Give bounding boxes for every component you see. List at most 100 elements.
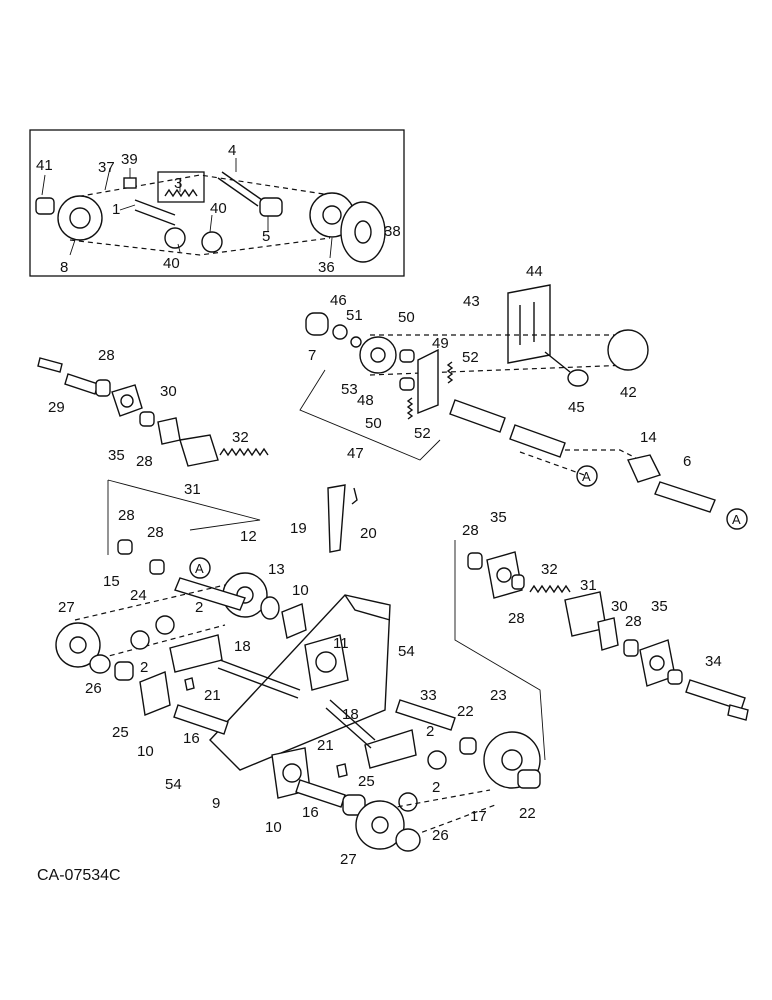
- idler-sprocket-40a: [164, 227, 186, 249]
- callout-a-3: A: [189, 557, 211, 579]
- plate-44: [507, 284, 551, 364]
- spring-52a: [446, 361, 454, 384]
- bearing-41: [35, 197, 55, 215]
- label-52b: 52: [414, 425, 431, 442]
- bushing-7: [305, 312, 329, 336]
- left-upper-assembly: [37, 357, 269, 575]
- key-29: [37, 357, 63, 373]
- shaft-16a: [173, 704, 229, 735]
- label-42: 42: [620, 384, 637, 401]
- bearing-28g: [623, 639, 639, 657]
- bolt-4: [217, 171, 263, 207]
- bracket-54b: [364, 729, 417, 769]
- label-28a: 28: [98, 347, 115, 364]
- disc-38: [340, 201, 386, 263]
- inset-assembly: [29, 129, 405, 277]
- spring-32b: [529, 584, 571, 594]
- bar-19: [327, 484, 346, 553]
- label-26b: 26: [432, 827, 449, 844]
- label-18a: 18: [234, 638, 251, 655]
- shaft-6: [654, 481, 716, 513]
- label-51: 51: [346, 307, 363, 324]
- shaft-segment-2: [509, 424, 566, 458]
- label-2d: 2: [432, 779, 440, 796]
- label-21b: 21: [317, 737, 334, 754]
- label-6: 6: [683, 453, 691, 470]
- label-54b: 54: [398, 643, 415, 660]
- center-frame-assembly: [55, 484, 391, 808]
- label-38: 38: [384, 223, 401, 240]
- spring-32a: [219, 447, 269, 457]
- upper-right-assembly: [299, 284, 716, 513]
- label-28g: 28: [508, 610, 525, 627]
- bearing-28d: [149, 559, 165, 575]
- part-labels: 41 37 39 3 4 1 40 5 38 8 40 36 44 43 46 …: [36, 142, 722, 868]
- label-26a: 26: [85, 680, 102, 697]
- label-52a: 52: [462, 349, 479, 366]
- label-10c: 10: [265, 819, 282, 836]
- label-36: 36: [318, 259, 335, 276]
- label-50b: 50: [365, 415, 382, 432]
- label-41: 41: [36, 157, 53, 174]
- label-18b: 18: [342, 706, 359, 723]
- label-21a: 21: [204, 687, 221, 704]
- label-34: 34: [705, 653, 722, 670]
- label-13: 13: [268, 561, 285, 578]
- label-14: 14: [640, 429, 657, 446]
- label-15: 15: [103, 573, 120, 590]
- label-25b: 25: [358, 773, 375, 790]
- sprocket-27b: [355, 800, 405, 850]
- spring-52b: [406, 397, 414, 420]
- idler-2a: [130, 630, 150, 650]
- shaft-29: [64, 373, 99, 395]
- shaft-34: [685, 679, 746, 711]
- key-21a: [184, 677, 195, 691]
- callout-a-4: [519, 451, 588, 477]
- label-28b: 28: [136, 453, 153, 470]
- shaft-33: [395, 699, 456, 731]
- label-23: 23: [490, 687, 507, 704]
- label-7: 7: [308, 347, 316, 364]
- idler-2b: [155, 615, 175, 635]
- bushing-14: [627, 454, 661, 483]
- label-11: 11: [333, 635, 349, 652]
- label-2a: 2: [195, 599, 203, 616]
- idler-2d: [398, 792, 418, 812]
- right-assembly: [325, 540, 749, 852]
- key-21b: [336, 763, 348, 778]
- flange-10a: [281, 603, 307, 639]
- collar-30b: [597, 617, 619, 651]
- spring-3-box: [157, 171, 205, 203]
- shaft-18b: [325, 699, 376, 749]
- label-31b: 31: [580, 577, 597, 594]
- key-34: [727, 704, 749, 721]
- label-1: 1: [112, 201, 120, 218]
- label-28e: 28: [462, 522, 479, 539]
- label-2b: 2: [140, 659, 148, 676]
- bushing-22a: [459, 737, 477, 755]
- sprocket-53: [359, 336, 397, 374]
- label-29: 29: [48, 399, 65, 416]
- label-9: 9: [212, 795, 220, 812]
- washer-26a: [89, 654, 111, 674]
- inset-frame: [29, 129, 405, 277]
- bearing-28e: [467, 552, 483, 570]
- bearing-5: [259, 197, 283, 217]
- chain-43: [369, 334, 631, 376]
- label-35a: 35: [108, 447, 125, 464]
- label-27a: 27: [58, 599, 75, 616]
- flange-10b: [139, 671, 171, 716]
- bearing-28f: [511, 574, 525, 590]
- label-46: 46: [330, 292, 347, 309]
- label-35c: 35: [651, 598, 668, 615]
- label-35b: 35: [490, 509, 507, 526]
- label-54a: 54: [165, 776, 182, 793]
- bracket-54a: [169, 634, 223, 673]
- shaft-segment-1: [449, 399, 506, 433]
- label-4: 4: [228, 142, 236, 159]
- label-20: 20: [360, 525, 377, 542]
- shaft-16b: [295, 779, 346, 808]
- label-30a: 30: [160, 383, 177, 400]
- label-22b: 22: [519, 805, 536, 822]
